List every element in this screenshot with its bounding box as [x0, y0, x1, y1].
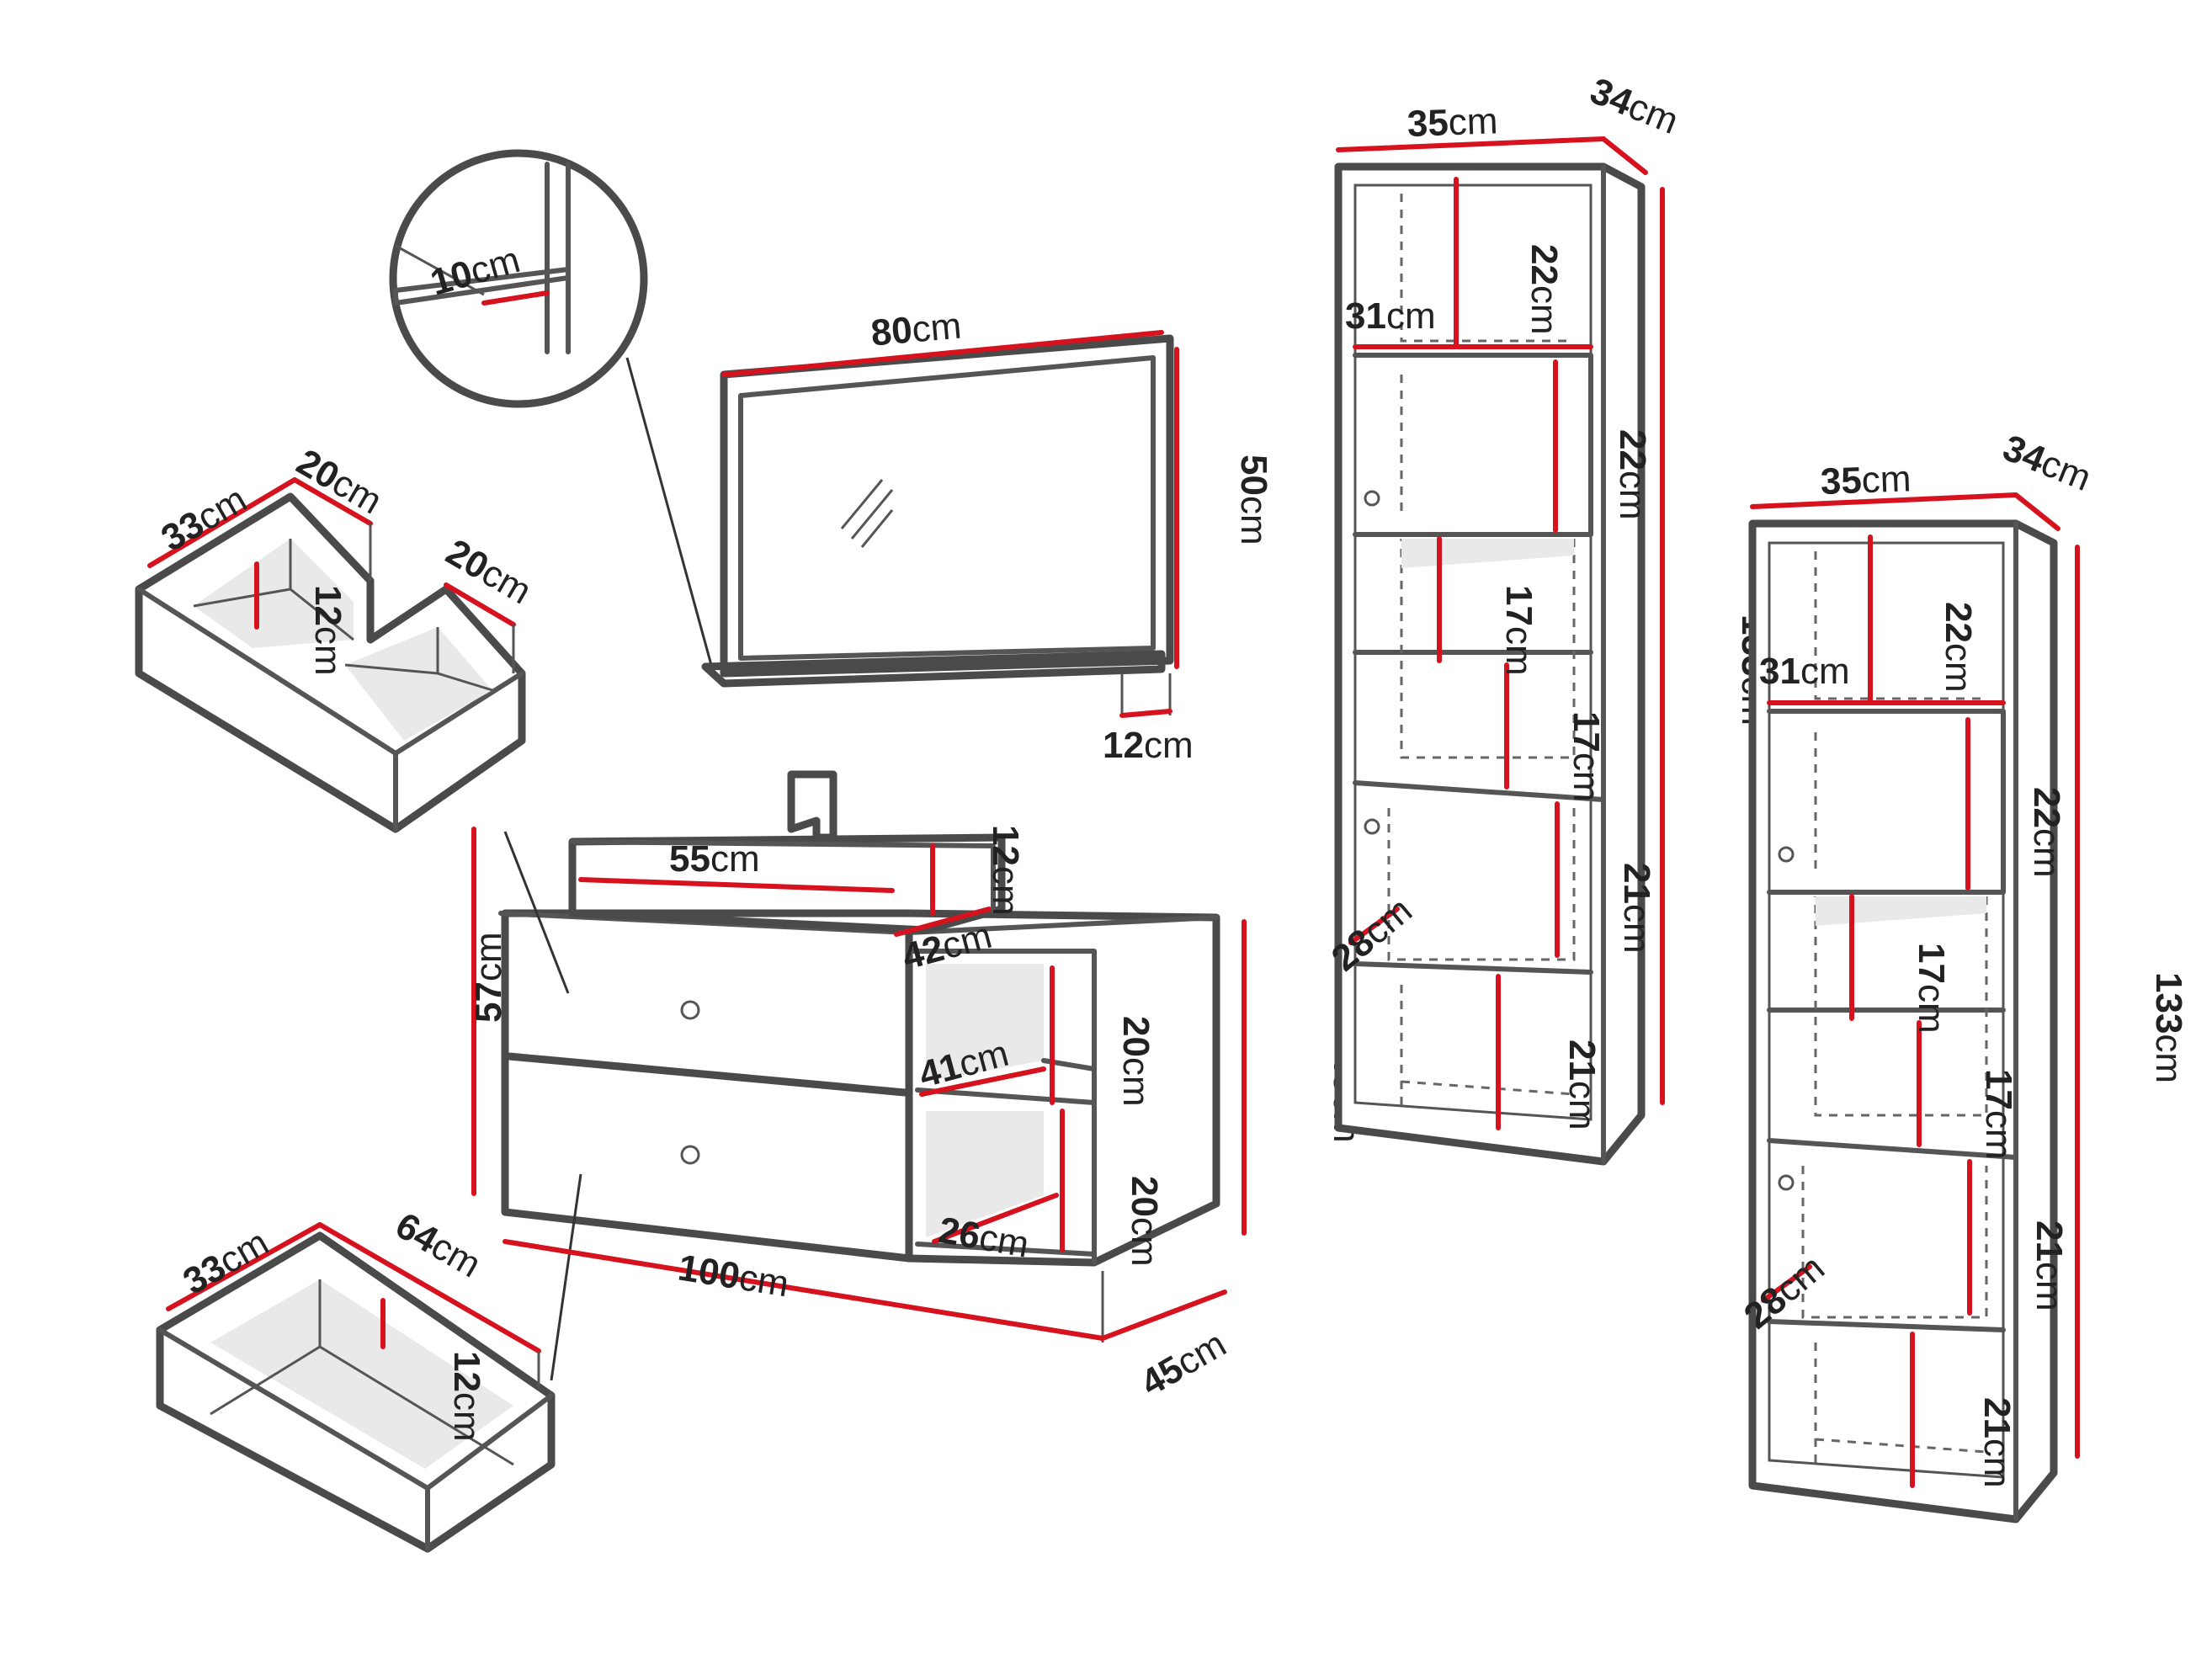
left-depth-label: 34cm — [1585, 70, 1684, 142]
shelf-gap-top-label: 20cm — [1115, 1016, 1157, 1107]
right-s3-label: 17cm — [1911, 943, 1952, 1034]
tall-cabinet-right: 35cm 34cm 133cm 31cm 22cm 22cm 17cm 17cm… — [1736, 427, 2189, 1523]
mirror-width-label: 80cm — [869, 305, 963, 354]
right-inner-width-label: 31cm — [1759, 651, 1850, 692]
left-s6-label: 21cm — [1561, 1040, 1603, 1130]
right-s4-label: 17cm — [1978, 1069, 2019, 1160]
tall-cabinet-left: 35cm 34cm 133cm 31cm 22cm 22cm 17cm 17cm… — [1324, 70, 1775, 1166]
left-s1-label: 22cm — [1523, 244, 1565, 335]
shelf-gap-bottom-label: 20cm — [1124, 1176, 1165, 1267]
sink-cabinet: 55cm 12cm 42cm 57cm 100cm 45cm 45cm 41cm… — [468, 770, 1367, 1404]
mirror-height-label: 50cm — [1233, 455, 1274, 545]
left-s2-label: 22cm — [1612, 429, 1653, 520]
mirror-shelf-label: 12cm — [1103, 725, 1194, 766]
large-drawer-height-label: 12cm — [446, 1351, 487, 1442]
right-s6-label: 21cm — [1976, 1397, 2018, 1488]
small-drawer: 33cm 20cm 12cm 20cm — [135, 441, 538, 833]
left-width-label: 35cm — [1406, 100, 1498, 145]
right-height-label: 133cm — [2148, 972, 2189, 1083]
left-s4-label: 17cm — [1566, 711, 1607, 802]
right-s1-label: 22cm — [1938, 602, 1979, 693]
small-drawer-inner-height-label: 12cm — [307, 585, 348, 676]
mirror: 80cm 50cm 12cm — [701, 305, 1274, 766]
left-s3-label: 17cm — [1498, 585, 1539, 676]
left-s5-label: 21cm — [1616, 863, 1657, 954]
cabinet-height-label: 57cm — [468, 932, 509, 1023]
cabinet-depth-label: 45cm — [1134, 1323, 1233, 1404]
basin-height-label: 12cm — [985, 825, 1026, 916]
shelf-detail-magnifier: 10cm — [389, 149, 713, 666]
right-depth-label: 34cm — [1997, 427, 2097, 499]
cabinet-width-label: 100cm — [675, 1247, 791, 1305]
large-drawer: 33cm 64cm 12cm — [156, 1204, 556, 1553]
bottom-depth-label: 26cm — [935, 1210, 1031, 1266]
right-width-label: 35cm — [1820, 458, 1912, 502]
right-s2-label: 22cm — [2026, 787, 2067, 878]
right-s5-label: 21cm — [2029, 1220, 2070, 1311]
basin-length-label: 55cm — [669, 838, 760, 880]
left-inner-width-label: 31cm — [1345, 295, 1436, 337]
